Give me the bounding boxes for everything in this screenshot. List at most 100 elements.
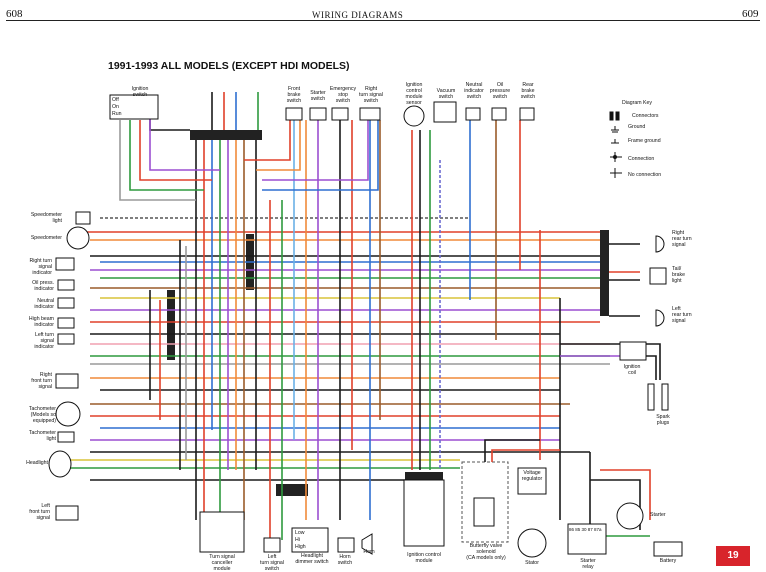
- vacuum-switch-label: Vacuum switch: [436, 88, 456, 100]
- legend-ground: Ground: [628, 124, 646, 130]
- page-badge: 19: [716, 546, 750, 566]
- starter-relay-label: Starter relay: [580, 558, 596, 570]
- left-turn-indicator-shape: [57, 333, 75, 345]
- ignition-pos-run: Run: [112, 111, 122, 117]
- right-turn-signal-switch-label: Right turn signal switch: [359, 86, 383, 104]
- neutral-switch-label: Neutral indicator switch: [464, 82, 484, 100]
- relay-terminals: 86 85 30 87 87a: [569, 527, 602, 532]
- icm-connector-block: [405, 472, 443, 482]
- speedometer-label: Speedometer: [30, 235, 62, 241]
- header-rule: [6, 20, 760, 21]
- butterfly-solenoid-label: Butterfly valve solenoid (CA models only…: [466, 543, 506, 561]
- right-turn-signal-switch-box: [359, 107, 381, 121]
- rear-brake-switch-label: Rear brake switch: [520, 82, 536, 100]
- emergency-stop-switch-box: [331, 107, 349, 121]
- voltage-regulator-box: [517, 467, 547, 495]
- icm-label: Ignition control module: [407, 552, 441, 564]
- left-page-number: 608: [6, 8, 23, 20]
- battery-shape: [653, 541, 683, 557]
- oil-pressure-switch-label: Oil pressure switch: [489, 82, 511, 100]
- right-rear-turn-signal-label: Right rear turn signal: [672, 230, 692, 248]
- starter-shape: [616, 502, 644, 530]
- legend-no-connection: No connection: [628, 172, 662, 178]
- rear-connector-block: [600, 230, 609, 316]
- main-harness-connector: [190, 130, 262, 140]
- front-brake-switch-label: Front brake switch: [286, 86, 302, 104]
- lower-connector-block: [276, 484, 308, 496]
- left-front-turn-shape: [55, 505, 79, 521]
- starter-label: Starter: [650, 512, 666, 518]
- tail-brake-light-label: Tail/ brake light: [672, 266, 685, 284]
- dimmer-pos-low: Low: [295, 530, 305, 536]
- horn-label: Horn: [363, 549, 375, 555]
- right-rear-turn-shape: [655, 235, 665, 253]
- headlight-shape: [48, 450, 72, 478]
- emergency-stop-switch-label: Emergency stop switch: [329, 86, 357, 104]
- right-turn-indicator-shape: [55, 257, 75, 271]
- ignition-coil-label: Ignition coil: [623, 364, 641, 376]
- running-header: WIRING DIAGRAMS: [312, 10, 404, 20]
- ignition-switch-box: [109, 94, 159, 120]
- left-front-turn-signal-label: Left front turn signal: [29, 503, 50, 521]
- speedometer-shape: [66, 226, 90, 250]
- left-turn-switch-box: [263, 537, 281, 553]
- oil-press-indicator-label: Oil press. indicator: [32, 280, 54, 292]
- legend-connectors: Connectors: [632, 113, 659, 119]
- icm-box: [403, 479, 445, 547]
- neutral-switch-box: [465, 107, 481, 121]
- spark-plug-2: [661, 383, 669, 411]
- tachometer-label: Tachometer (Models so equipped): [28, 406, 56, 424]
- icm-sensor-shape: [403, 105, 425, 127]
- legend-connection: Connection: [628, 156, 655, 162]
- butterfly-solenoid-shape: [473, 497, 495, 527]
- starter-switch-label: Starter switch: [310, 90, 326, 102]
- battery-label: Battery: [659, 558, 677, 564]
- vacuum-switch-box: [433, 101, 457, 123]
- ignition-coil-box: [619, 341, 647, 361]
- legend-frame-ground: Frame ground: [628, 138, 661, 144]
- ignition-switch-label: Ignition switch: [131, 86, 149, 98]
- icm-sensor-label: Ignition control module sensor: [405, 82, 423, 106]
- tail-brake-shape: [649, 267, 667, 285]
- stator-shape: [517, 528, 547, 558]
- starter-switch-box: [309, 107, 327, 121]
- dimmer-switch-box: [291, 527, 329, 553]
- headlight-label: Headlight: [26, 460, 48, 466]
- rear-brake-switch-box: [519, 107, 535, 121]
- tachometer-shape: [55, 401, 81, 427]
- starter-relay-box: [567, 523, 607, 555]
- speedometer-light-shape: [75, 211, 91, 225]
- oil-switch-box: [491, 107, 507, 121]
- ignition-pos-on: On: [112, 104, 119, 110]
- left-rear-turn-signal-label: Left rear turn signal: [672, 306, 692, 324]
- neutral-indicator-shape: [57, 297, 75, 309]
- dimmer-pos-hi: Hi: [295, 537, 300, 543]
- high-beam-indicator-label: High beam indicator: [28, 316, 54, 328]
- ignition-pos-off: Off: [112, 97, 119, 103]
- oil-indicator-shape: [57, 279, 75, 291]
- left-rear-turn-shape: [655, 309, 665, 327]
- right-turn-indicator-label: Right turn signal indicator: [29, 258, 53, 276]
- high-beam-indicator-shape: [57, 317, 75, 329]
- horn-shape: [361, 533, 373, 555]
- turn-canceller-label: Turn signal canceller module: [209, 554, 235, 572]
- right-front-turn-shape: [55, 373, 79, 389]
- right-page-number: 609: [742, 8, 759, 20]
- left-turn-indicator-label: Left turn signal indicator: [34, 332, 54, 350]
- spark-plug-1: [647, 383, 655, 411]
- left-connector-block: [167, 290, 175, 360]
- diagram-title: 1991-1993 ALL MODELS (EXCEPT HDI MODELS): [108, 60, 350, 72]
- voltage-regulator-label: Voltage regulator: [521, 470, 543, 482]
- tachometer-light-label: Tachometer light: [28, 430, 56, 442]
- neutral-indicator-label: Neutral indicator: [34, 298, 54, 310]
- horn-switch-label: Horn switch: [337, 554, 353, 566]
- tach-light-shape: [57, 431, 75, 443]
- left-turn-switch-label: Left turn signal switch: [260, 554, 284, 572]
- right-front-turn-signal-label: Right front turn signal: [31, 372, 52, 390]
- front-brake-switch-box: [285, 107, 303, 121]
- dimmer-switch-label: Headlight dimmer switch: [295, 553, 329, 565]
- legend-title: Diagram Key: [622, 100, 652, 106]
- horn-switch-box: [337, 537, 355, 553]
- speedometer-light-label: Speedometer light: [30, 212, 62, 224]
